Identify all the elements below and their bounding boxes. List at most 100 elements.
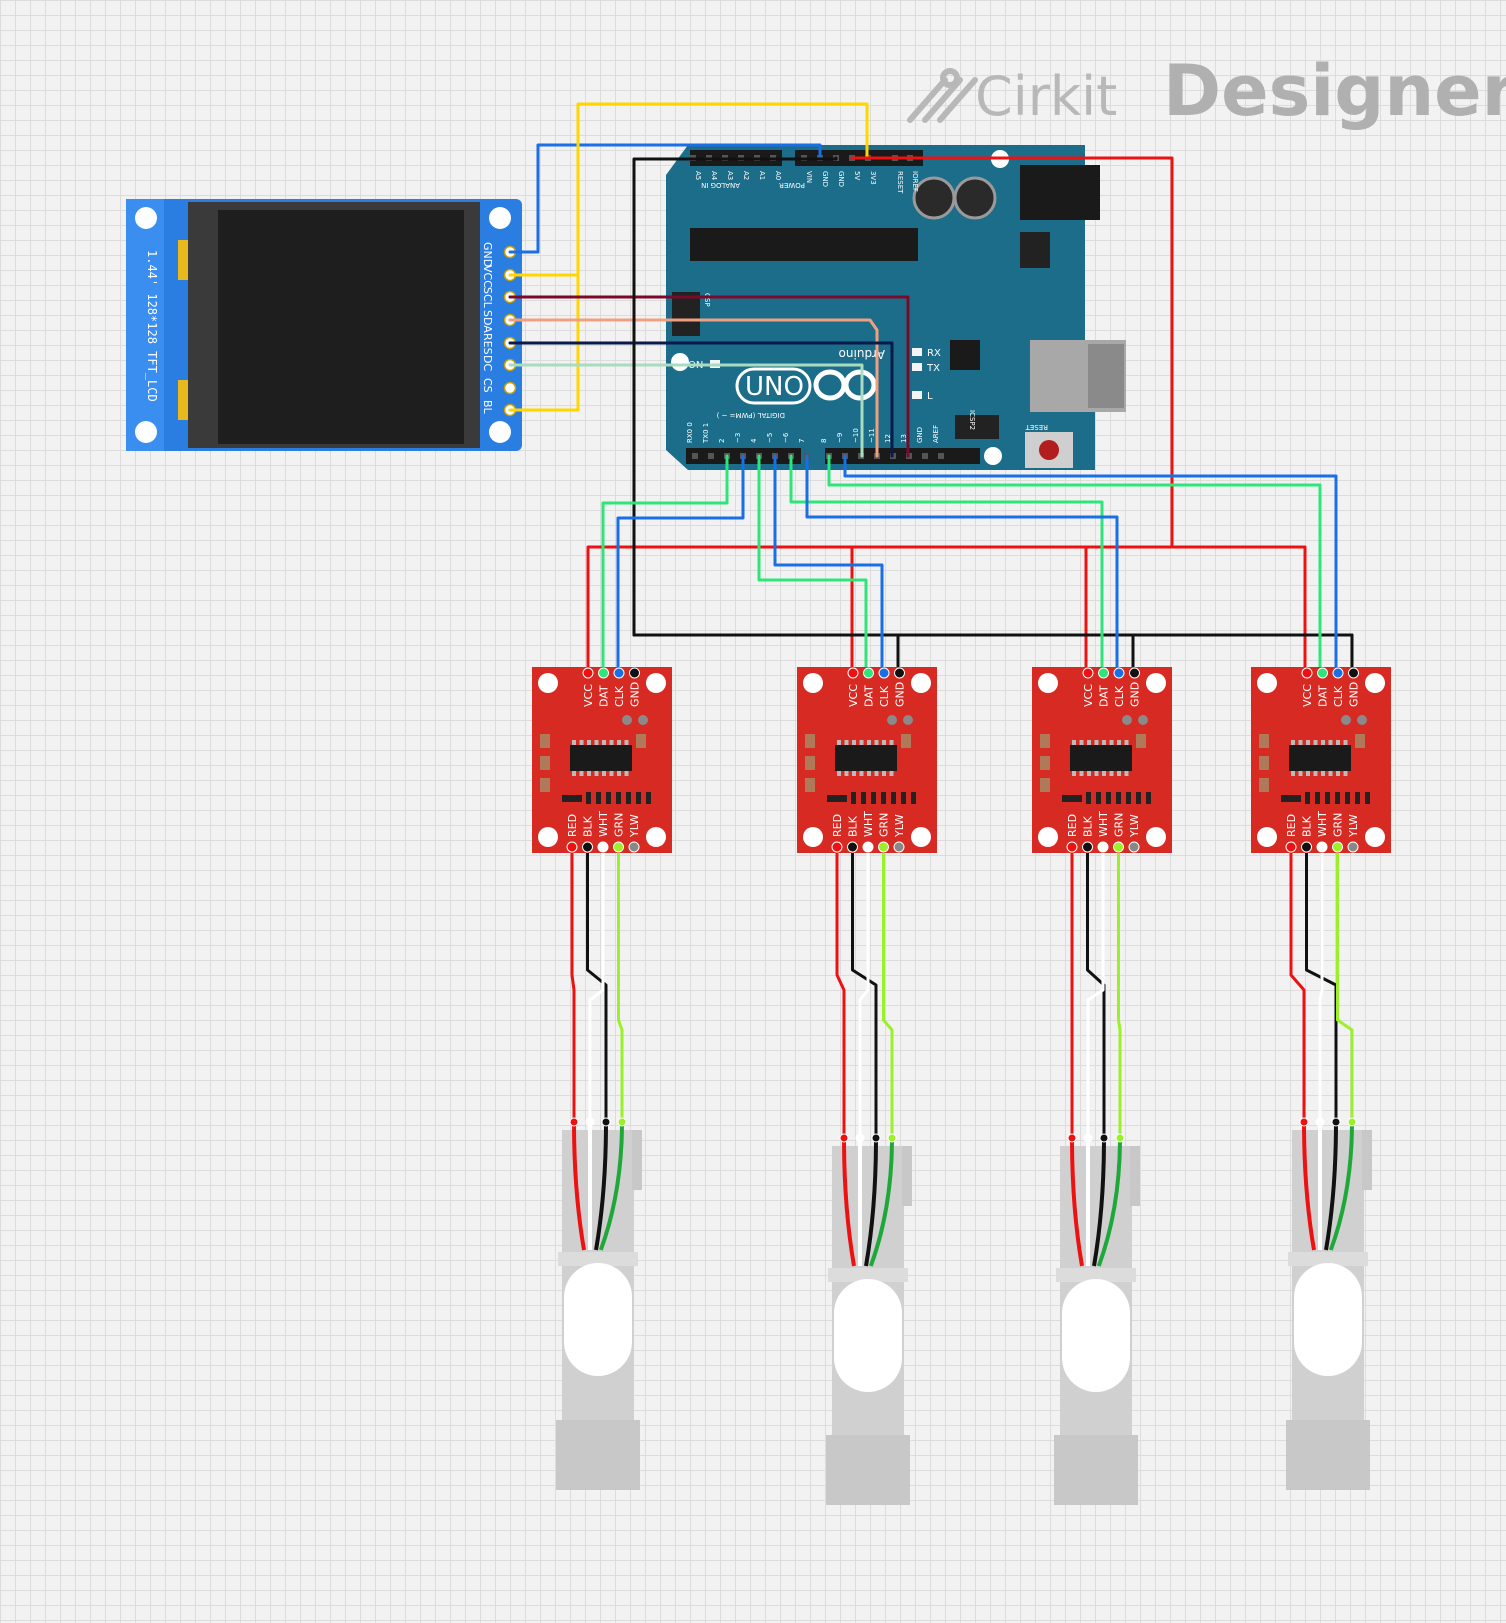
wire-lc3-wht[interactable]	[1086, 845, 1105, 1140]
load-cell-terminal[interactable]	[601, 1117, 611, 1127]
hx711-pin-ylw[interactable]	[893, 841, 905, 853]
load-cell-terminal[interactable]	[855, 1133, 865, 1143]
wire-lc4-red[interactable]	[1289, 845, 1306, 1124]
hx711-pin-red[interactable]	[1066, 841, 1078, 853]
hx711-pin-red[interactable]	[566, 841, 578, 853]
load-cell-terminal[interactable]	[1067, 1133, 1077, 1143]
hx711-pin-clk[interactable]	[878, 667, 890, 679]
load-cell-terminal[interactable]	[1115, 1133, 1125, 1143]
wire-lc2-red[interactable]	[835, 845, 846, 1140]
wire-hx1-clk[interactable]	[616, 454, 745, 675]
hx711-pin-gnd[interactable]	[629, 667, 640, 679]
wire-hx3-clk[interactable]	[805, 454, 1119, 675]
wire-lc1-wht[interactable]	[588, 845, 605, 1124]
hx711-pin-clk[interactable]	[613, 667, 625, 679]
hx711-pin-ylw[interactable]	[1347, 841, 1359, 853]
wire-lc1-red[interactable]	[570, 845, 576, 1124]
chip-lead	[1321, 740, 1325, 745]
load-cell-terminal[interactable]	[887, 1133, 897, 1143]
hx711-pin-blk[interactable]	[582, 841, 593, 853]
wire-lc3-blk[interactable]	[1086, 845, 1106, 1140]
wire-lc2-wht[interactable]	[858, 845, 870, 1140]
lcd-pin-cs[interactable]	[503, 381, 517, 395]
digital-pin[interactable]	[692, 453, 698, 459]
wire-lc3-grn[interactable]	[1117, 845, 1122, 1140]
wire-hx2-clk[interactable]	[773, 454, 884, 675]
load-cell-terminal[interactable]	[585, 1117, 595, 1127]
hx711-pin-vcc[interactable]	[582, 667, 594, 679]
hx711-pin-grn[interactable]	[1332, 841, 1343, 853]
wire-lc2-blk[interactable]	[851, 845, 878, 1140]
hx711-pin-vcc[interactable]	[1301, 667, 1313, 679]
hx711-pin-blk[interactable]	[847, 841, 858, 853]
hx711-pin-grn[interactable]	[613, 841, 624, 853]
hx711-pin-wht[interactable]	[862, 841, 874, 853]
wire-hx3-dat[interactable]	[789, 454, 1104, 675]
load-cell-terminal[interactable]	[617, 1117, 627, 1127]
load-cell-terminal[interactable]	[871, 1133, 881, 1143]
hx711-pin-wht[interactable]	[1097, 841, 1109, 853]
wire-lcd-dc[interactable]	[508, 363, 864, 458]
hx711-pin-dat[interactable]	[863, 667, 874, 679]
digital-pin[interactable]	[938, 453, 944, 459]
wire-hx4-clk[interactable]	[843, 454, 1338, 675]
load-cell-2[interactable]	[826, 1133, 912, 1505]
hx711-pin-clk[interactable]	[1113, 667, 1125, 679]
reset-button-cap[interactable]	[1039, 440, 1059, 460]
hx711-smd	[1126, 792, 1131, 804]
hx711-pin-grn[interactable]	[1113, 841, 1124, 853]
hx711-pin-dat[interactable]	[1317, 667, 1328, 679]
load-cell-terminal[interactable]	[1315, 1117, 1325, 1127]
wire-lcd-scl[interactable]	[508, 295, 910, 458]
hx711-pin-wht[interactable]	[1316, 841, 1328, 853]
hx711-pin-red[interactable]	[1285, 841, 1297, 853]
wire-lc1-blk[interactable]	[586, 845, 608, 1124]
hx711-pin-vcc[interactable]	[1082, 667, 1094, 679]
analog-pin-label: A1	[758, 171, 766, 180]
hx711-pin-ylw[interactable]	[1128, 841, 1140, 853]
digital-pin[interactable]	[922, 453, 928, 459]
wire-lcd-res[interactable]	[508, 341, 894, 458]
wire-5v-hx4[interactable]	[1170, 545, 1307, 675]
load-cell-terminal[interactable]	[1347, 1117, 1357, 1127]
wire-hx2-dat[interactable]	[757, 454, 868, 675]
wire-lcd-gnd[interactable]	[508, 143, 822, 254]
hx711-pin-red[interactable]	[831, 841, 843, 853]
digital-pin[interactable]	[708, 453, 714, 459]
load-cell-terminal[interactable]	[839, 1133, 849, 1143]
wire-lc2-grn[interactable]	[882, 845, 894, 1140]
load-cell-3[interactable]	[1054, 1133, 1140, 1505]
hx711-pin-vcc[interactable]	[847, 667, 859, 679]
wire-hx1-dat[interactable]	[601, 454, 729, 675]
wire-lcd-sda[interactable]	[508, 318, 879, 458]
load-cell-1[interactable]	[556, 1117, 642, 1490]
load-cell-terminal[interactable]	[1299, 1117, 1309, 1127]
tft-lcd-module[interactable]: 1.44' 128*128 TFT_LCD GNDVCCSCLSDARESDCC…	[126, 199, 522, 451]
hx711-pin-blk[interactable]	[1082, 841, 1093, 853]
load-cell-4[interactable]	[1286, 1117, 1372, 1490]
load-cell-terminal[interactable]	[1099, 1133, 1109, 1143]
hx711-pin-dat[interactable]	[1098, 667, 1109, 679]
load-cell-terminal[interactable]	[1083, 1133, 1093, 1143]
wire-lc1-grn[interactable]	[617, 845, 624, 1124]
load-cell-terminal[interactable]	[569, 1117, 579, 1127]
wire-lc4-wht[interactable]	[1318, 845, 1324, 1124]
hx711-pin-gnd[interactable]	[1129, 667, 1140, 679]
hx711-pin-ylw[interactable]	[628, 841, 640, 853]
hx711-pin-blk[interactable]	[1301, 841, 1312, 853]
wire-lcd-vcc[interactable]	[508, 102, 869, 277]
wire-hx4-dat[interactable]	[827, 454, 1322, 675]
hx711-pin-grn[interactable]	[878, 841, 889, 853]
hx711-pin-gnd[interactable]	[1348, 667, 1359, 679]
hx711-pin-dat[interactable]	[598, 667, 609, 679]
hx711-pin-clk[interactable]	[1332, 667, 1344, 679]
hx711-pin-gnd[interactable]	[894, 667, 905, 679]
hx711-pin-wht[interactable]	[597, 841, 609, 853]
load-cell-terminal[interactable]	[1331, 1117, 1341, 1127]
wire-lc4-grn[interactable]	[1336, 845, 1354, 1124]
